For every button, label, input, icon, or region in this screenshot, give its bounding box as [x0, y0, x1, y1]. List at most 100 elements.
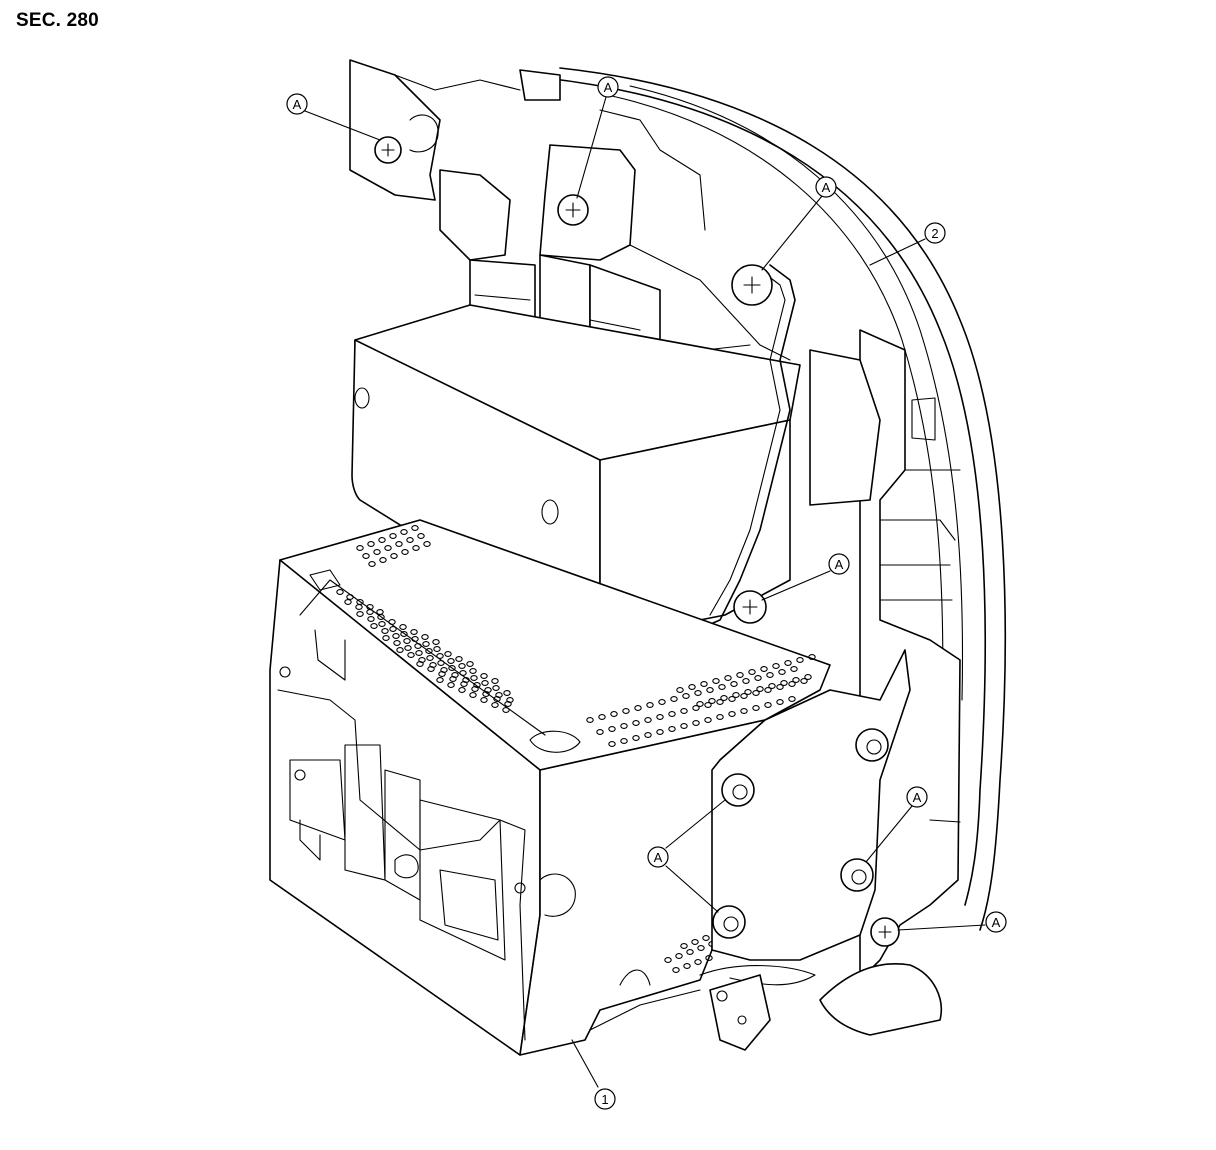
- vent-hole: [389, 533, 397, 539]
- vent-hole: [768, 683, 776, 689]
- vent-hole: [754, 675, 762, 681]
- vent-hole: [382, 635, 390, 641]
- vent-hole: [752, 690, 760, 696]
- vent-hole: [730, 681, 738, 687]
- vent-hole: [646, 702, 654, 708]
- vent-hole: [355, 604, 363, 610]
- vent-hole: [800, 678, 808, 684]
- vent-hole: [728, 696, 736, 702]
- vent-hole: [686, 949, 694, 955]
- callout-part-1: 1: [594, 1088, 616, 1110]
- screw-icon: [840, 858, 874, 892]
- svg-text:A: A: [822, 180, 831, 195]
- callout-A: A: [906, 786, 928, 808]
- screw-icon: [721, 773, 755, 807]
- vent-holes-top: [336, 525, 514, 713]
- vent-hole: [414, 643, 422, 649]
- vent-hole: [411, 525, 419, 531]
- vent-hole: [778, 669, 786, 675]
- vent-hole: [480, 673, 488, 679]
- vent-hole: [680, 708, 688, 714]
- vent-hole: [449, 676, 457, 682]
- vent-hole: [668, 726, 676, 732]
- vent-hole: [404, 645, 412, 651]
- vent-hole: [406, 537, 414, 543]
- vent-hole: [676, 687, 684, 693]
- svg-text:A: A: [604, 80, 613, 95]
- vent-hole: [373, 549, 381, 555]
- vent-hole: [664, 957, 672, 963]
- vent-hole: [432, 639, 440, 645]
- vent-hole: [792, 677, 800, 683]
- vent-hole: [670, 696, 678, 702]
- vent-hole: [368, 561, 376, 567]
- vent-hole: [378, 621, 386, 627]
- vent-hole: [370, 623, 378, 629]
- vent-hole: [610, 711, 618, 717]
- vent-hole: [470, 675, 478, 681]
- callout-part-2: 2: [924, 222, 946, 244]
- vent-hole: [632, 735, 640, 741]
- svg-text:A: A: [835, 557, 844, 572]
- vent-hole: [790, 666, 798, 672]
- vent-hole: [410, 629, 418, 635]
- vent-hole: [808, 654, 816, 660]
- vent-hole: [403, 638, 411, 644]
- vent-hole: [458, 663, 466, 669]
- vent-hole: [366, 609, 374, 615]
- vent-hole: [491, 702, 499, 708]
- vent-hole: [702, 935, 710, 941]
- vent-hole: [411, 636, 419, 642]
- vent-hole: [780, 680, 788, 686]
- vent-hole: [491, 678, 499, 684]
- callout-A: A: [647, 846, 669, 868]
- vent-hole: [388, 619, 396, 625]
- vent-hole: [400, 529, 408, 535]
- vent-hole: [748, 669, 756, 675]
- vent-hole: [598, 714, 606, 720]
- vent-hole: [796, 657, 804, 663]
- vent-hole: [644, 717, 652, 723]
- vent-hole: [697, 945, 705, 951]
- vent-hole: [680, 723, 688, 729]
- vent-hole: [433, 646, 441, 652]
- vent-hole: [632, 720, 640, 726]
- vent-hole: [691, 939, 699, 945]
- vent-hole: [788, 696, 796, 702]
- vent-hole: [608, 726, 616, 732]
- vent-hole: [395, 541, 403, 547]
- vent-hole: [436, 653, 444, 659]
- vent-hole: [756, 686, 764, 692]
- vent-hole: [471, 686, 479, 692]
- screw-icon: [870, 917, 900, 947]
- vent-hole: [620, 738, 628, 744]
- vent-hole: [399, 624, 407, 630]
- vent-hole: [688, 684, 696, 690]
- vent-hole: [776, 699, 784, 705]
- vent-hole: [356, 545, 364, 551]
- vent-hole: [422, 641, 430, 647]
- vent-hole: [784, 660, 792, 666]
- svg-text:1: 1: [601, 1092, 608, 1107]
- vent-hole: [694, 690, 702, 696]
- screw-icon: [374, 136, 402, 164]
- callout-A: A: [815, 176, 837, 198]
- vent-hole: [447, 658, 455, 664]
- vent-hole: [692, 720, 700, 726]
- vent-hole: [760, 666, 768, 672]
- vent-hole: [675, 953, 683, 959]
- vent-hole: [680, 943, 688, 949]
- section-title: SEC. 280: [16, 10, 99, 31]
- vent-hole: [740, 693, 748, 699]
- vent-hole: [708, 698, 716, 704]
- vent-hole: [447, 682, 455, 688]
- svg-text:2: 2: [931, 226, 938, 241]
- callout-A: A: [985, 911, 1007, 933]
- vent-hole: [367, 616, 375, 622]
- vent-hole: [448, 665, 456, 671]
- screw-icon: [733, 590, 767, 624]
- vent-hole: [776, 684, 784, 690]
- vent-hole: [344, 599, 352, 605]
- vent-holes-lower: [586, 654, 816, 973]
- vent-hole: [336, 589, 344, 595]
